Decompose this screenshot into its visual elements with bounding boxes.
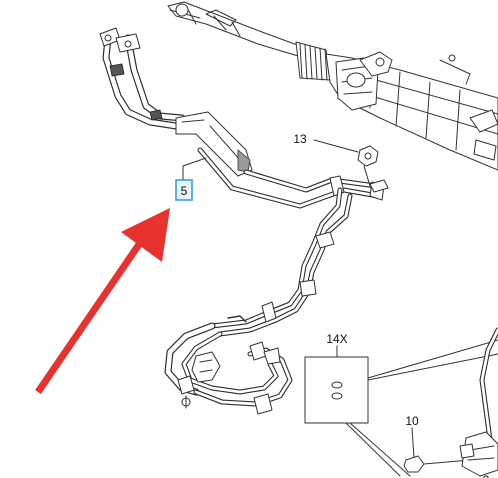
callout-partial: 2 <box>483 473 490 478</box>
nut-item-13 <box>313 139 389 193</box>
rack-boot <box>295 41 331 81</box>
seal-kit-icon <box>331 381 343 400</box>
seal-kit-box <box>304 339 498 477</box>
highlight-box-5 <box>175 179 193 201</box>
partial-assembly-right <box>459 327 498 477</box>
callout-5: 5 <box>181 184 188 198</box>
bolt-item-10 <box>403 427 471 473</box>
steering-gear-rack <box>167 1 498 171</box>
callout-10: 10 <box>405 414 419 428</box>
callout-13: 13 <box>293 132 307 146</box>
red-arrow-icon <box>35 208 170 394</box>
callout-14x: 14X <box>326 332 347 346</box>
leader-5 <box>182 157 207 181</box>
